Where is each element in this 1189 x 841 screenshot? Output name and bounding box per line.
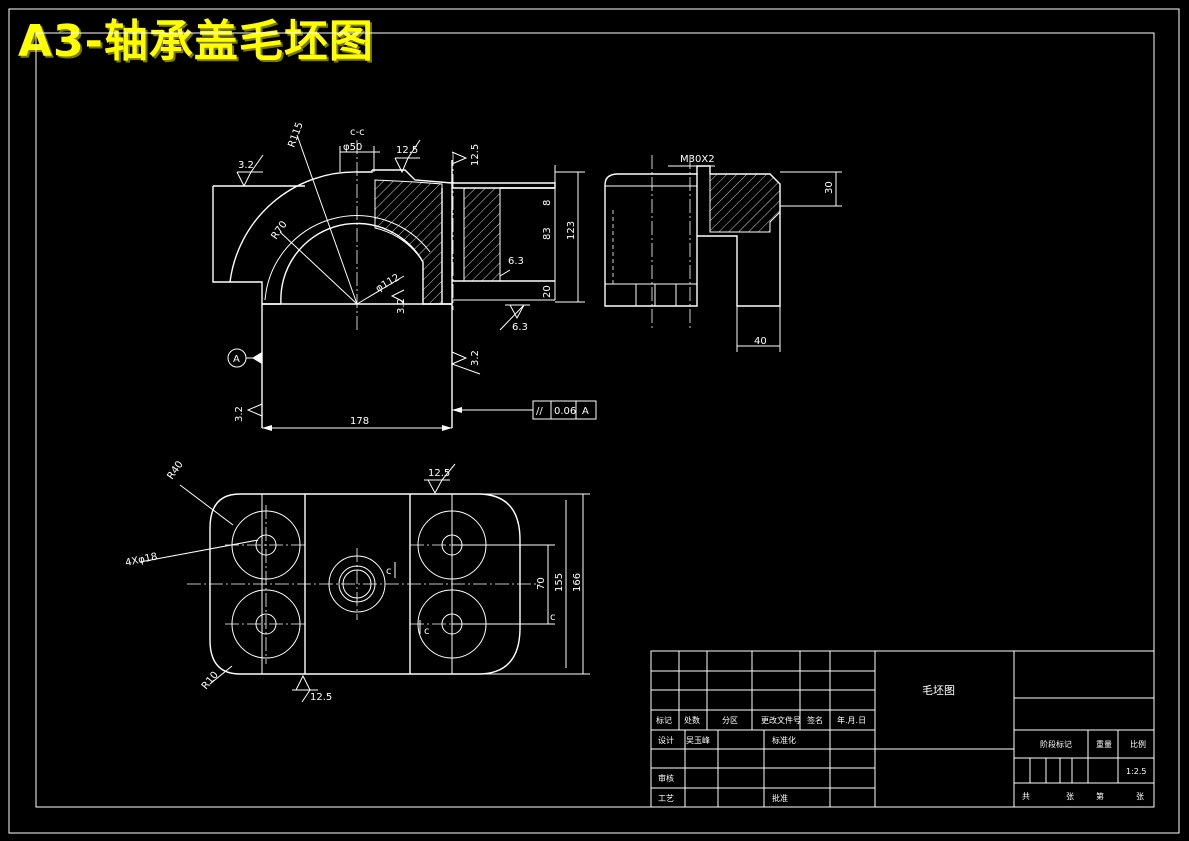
tb-header-mark: 标记 <box>656 715 672 725</box>
dim-40: 40 <box>754 336 767 347</box>
dim-70: 70 <box>536 577 547 590</box>
tb-weight: 重量 <box>1096 739 1112 749</box>
tb-sheet-unit2: 张 <box>1136 792 1144 801</box>
rough-2: 12.5 <box>396 145 418 156</box>
dim-20: 20 <box>542 285 553 298</box>
dim-phi50: φ50 <box>343 142 362 153</box>
section-label: c-c <box>350 127 365 138</box>
cut-c2: c <box>424 626 430 637</box>
cut-c1: c <box>386 566 392 577</box>
top-view <box>139 463 590 703</box>
title-block-text: 标记 处数 分区 更改文件号 签名 年.月.日 设计 吴玉峰 标准化 审核 工艺… <box>656 684 1147 803</box>
rough-8: 3.2 <box>396 298 407 314</box>
dim-123: 123 <box>566 221 577 240</box>
dim-155: 155 <box>554 573 565 592</box>
rough-5: 6.3 <box>512 322 528 333</box>
dim-holes: 4Xφ18 <box>124 551 158 569</box>
tb-header-zone: 分区 <box>722 716 738 725</box>
dim-r40: R40 <box>165 459 185 481</box>
dim-83: 83 <box>542 227 553 240</box>
dim-8: 8 <box>542 200 553 206</box>
dim-r115: R115 <box>286 121 305 149</box>
tb-header-sign: 签名 <box>807 715 823 725</box>
rough-7: 3.2 <box>234 406 245 422</box>
tb-header-change: 更改文件号 <box>761 715 801 725</box>
tb-review: 审核 <box>658 773 674 783</box>
dim-m30x2: M30X2 <box>680 154 715 165</box>
tol-value: 0.06 <box>554 406 576 417</box>
datum-a: A <box>233 354 240 365</box>
tb-sheet-total: 共 <box>1022 792 1030 801</box>
cut-c3: c <box>550 612 556 623</box>
tb-header-date: 年.月.日 <box>837 715 866 725</box>
outer-frame <box>8 8 1180 834</box>
dim-r10: R10 <box>200 670 221 692</box>
tb-drawing-name: 毛坯图 <box>922 684 955 697</box>
tb-scale: 比例 <box>1130 739 1146 749</box>
side-view-labels: M30X2 30 40 <box>680 154 835 347</box>
rough-1: 3.2 <box>238 160 254 171</box>
rough-10: 12.5 <box>310 692 332 703</box>
title-block <box>650 650 1155 808</box>
tb-sheet-no: 第 <box>1096 791 1104 801</box>
front-view-labels: c-c φ50 R115 R70 φ112 8 83 123 20 178 A … <box>233 121 589 427</box>
side-view <box>604 155 842 352</box>
rough-3: 12.5 <box>470 144 481 166</box>
drawing-title: A3-轴承盖毛坯图 <box>18 16 374 67</box>
tol-symbol: // <box>536 406 543 417</box>
dim-30: 30 <box>824 181 835 194</box>
tb-design: 设计 <box>658 735 674 745</box>
dim-178: 178 <box>350 416 369 427</box>
tb-approve: 批准 <box>772 793 788 803</box>
rough-9: 12.5 <box>428 468 450 479</box>
tb-sheet-unit1: 张 <box>1066 792 1074 801</box>
dim-phi112: φ112 <box>374 272 402 294</box>
tb-process: 工艺 <box>658 794 674 803</box>
tb-standardize: 标准化 <box>772 735 796 745</box>
tol-datum: A <box>582 406 589 417</box>
dim-166: 166 <box>572 573 583 592</box>
inner-frame <box>35 32 1155 808</box>
top-view-labels: R40 4Xφ18 R10 70 155 166 c c c 12.5 12.5 <box>124 459 583 703</box>
rough-6: 3.2 <box>470 350 481 366</box>
rough-4: 6.3 <box>508 256 524 267</box>
tb-designer: 吴玉峰 <box>686 735 710 745</box>
tb-scale-value: 1:2.5 <box>1126 767 1147 776</box>
tb-stage-mark: 阶段标记 <box>1040 739 1072 749</box>
tb-header-count: 处数 <box>684 715 700 725</box>
front-section-view <box>212 134 597 431</box>
